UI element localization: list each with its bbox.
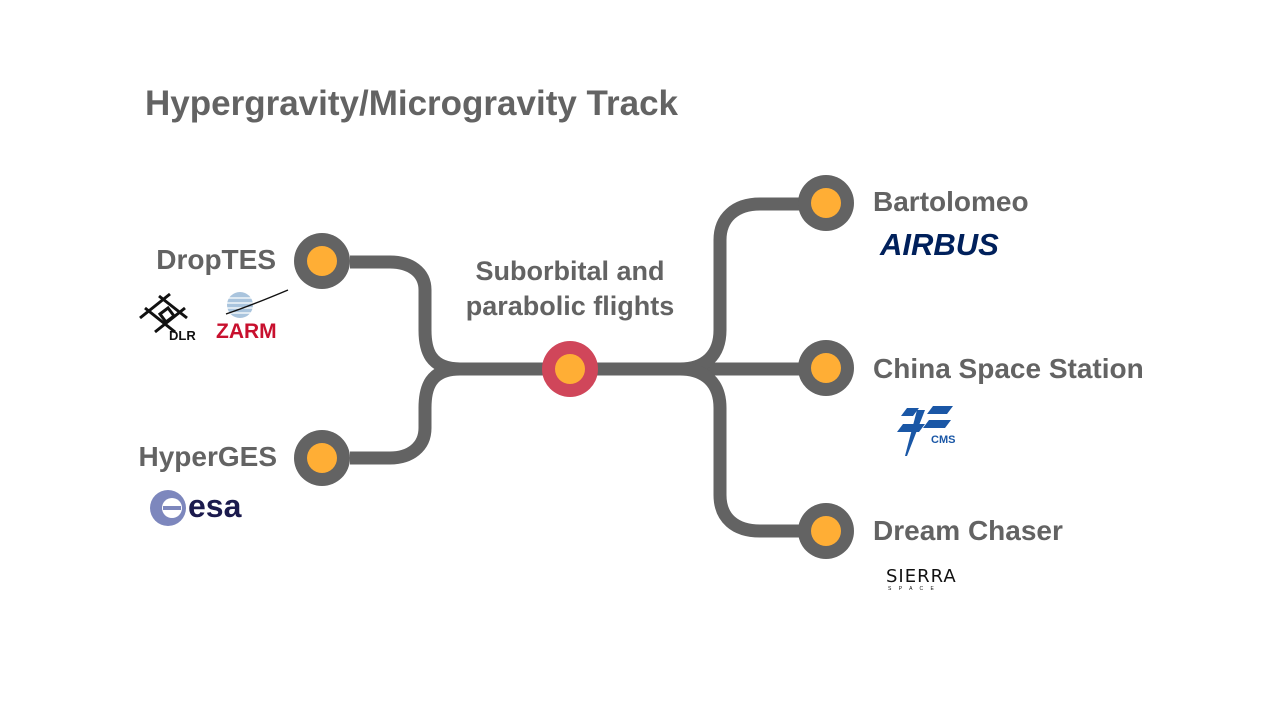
esa-logo-text: esa xyxy=(188,488,242,524)
zarm-logo-text: ZARM xyxy=(216,320,277,343)
center-node-core xyxy=(555,354,585,384)
node-droptes xyxy=(294,233,350,289)
label-bartolomeo: Bartolomeo xyxy=(873,186,1029,217)
node-hyperges xyxy=(294,430,350,486)
sierra-logo-subtext: S P A C E xyxy=(888,586,937,592)
label-hyperges: HyperGES xyxy=(138,441,278,472)
cms-logo: CMS xyxy=(895,402,965,458)
cms-logo-text: CMS xyxy=(931,434,956,446)
track-hyperges xyxy=(350,362,461,465)
sierra-logo-text: SIERRA xyxy=(886,566,957,587)
label-china-space-station: China Space Station xyxy=(873,353,1144,384)
node-china-space-station xyxy=(798,340,854,396)
dlr-logo: DLR xyxy=(135,288,205,344)
track-bartolomeo xyxy=(679,197,800,376)
track-lines xyxy=(350,197,800,538)
airbus-logo-text: AIRBUS xyxy=(880,227,999,262)
dlr-logo-icon xyxy=(139,292,188,334)
zarm-globe-icon xyxy=(225,289,289,318)
sierra-space-logo: SIERRA S P A C E xyxy=(886,566,996,596)
zarm-logo: ZARM xyxy=(214,288,294,344)
page-title: Hypergravity/Microgravity Track xyxy=(145,84,679,123)
dlr-logo-text: DLR xyxy=(169,328,196,343)
esa-logo: esa xyxy=(148,488,258,528)
esa-emblem-icon xyxy=(150,490,186,526)
cms-emblem-icon xyxy=(897,406,953,456)
center-label-line2: parabolic flights xyxy=(465,291,675,321)
center-label-line1: Suborbital and xyxy=(475,256,665,286)
airbus-logo: AIRBUS xyxy=(880,227,999,263)
track-droptes xyxy=(350,255,461,376)
node-dream-chaser xyxy=(798,503,854,559)
label-droptes: DropTES xyxy=(156,244,276,275)
node-bartolomeo xyxy=(798,175,854,231)
center-label: Suborbital and parabolic flights xyxy=(430,254,710,324)
label-dream-chaser: Dream Chaser xyxy=(873,515,1063,546)
track-dreamchaser xyxy=(679,362,800,538)
